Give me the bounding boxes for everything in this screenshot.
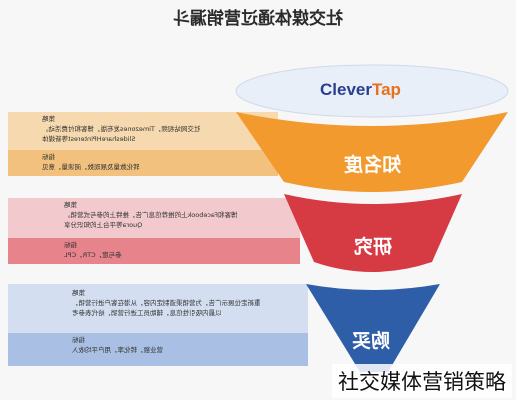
stage-3-band: 策略 重新定位展示广告，为营销渠道制定内容，从潜在客户进行营销， 以最内吸引性信… <box>8 284 308 366</box>
stage-3-label: 购买 <box>352 330 391 352</box>
stage-1-metric-box: 指标 转化数量及展现数，阅读量，意见 <box>8 150 278 176</box>
logo-text-part-1: Clever <box>320 80 372 99</box>
stage-3-strategy-box: 策略 重新定位展示广告，为营销渠道制定内容，从潜在客户进行营销， 以最内吸引性信… <box>8 284 308 334</box>
watermark-caption: 社交媒体营销策略 <box>332 364 512 398</box>
stage-3-metric-box: 指标 营业额，转化率，用户平均收入 <box>8 333 308 366</box>
funnel-top-rim <box>235 64 509 118</box>
clevertap-logo: CleverTap <box>320 80 401 100</box>
stage-1-band: 策略 社交网站视频，Timezones发布版，博客和付费活动。 Slidesha… <box>8 112 278 176</box>
stage-2-band: 策略 博客和Facebook上的推荐信息广告，推特上的参与式营销。 Quora等… <box>8 198 300 264</box>
stage-1-strategy-box: 策略 社交网站视频，Timezones发布版，博客和付费活动。 Slidesha… <box>8 112 278 151</box>
logo-text-part-2: Tap <box>371 80 401 99</box>
funnel-segment-purchase <box>306 284 440 372</box>
funnel-segment-research <box>284 194 462 272</box>
funnel-segment-awareness <box>236 112 508 192</box>
stage-2-label: 研究 <box>354 236 393 258</box>
stage-1-label: 知名度 <box>344 154 402 176</box>
stage-2-strategy-box: 策略 博客和Facebook上的推荐信息广告，推特上的参与式营销。 Quora等… <box>8 198 300 238</box>
stage-2-metric-box: 指标 参与度，CTR，CPL <box>8 237 300 264</box>
